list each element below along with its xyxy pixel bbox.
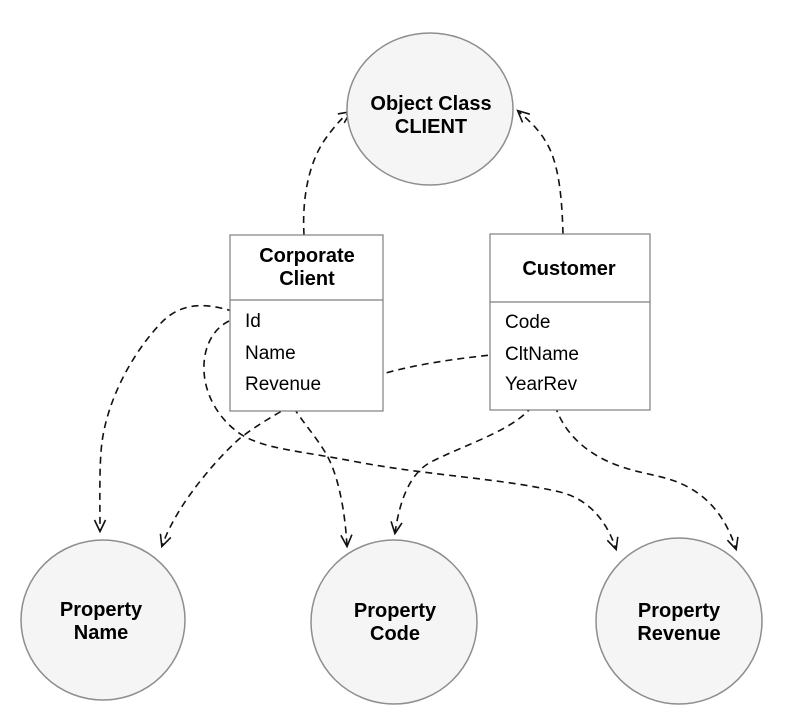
corporate-client-table: Corporate Client Id Name Revenue	[229, 234, 384, 412]
connectors	[93, 109, 739, 552]
customer-box	[489, 233, 651, 411]
property-name-label-line1: Property	[60, 599, 143, 621]
corporate-client-title-line2: Client	[279, 268, 335, 290]
attribute-code: Code	[505, 312, 550, 333]
arrow-name-to-property-name	[93, 304, 299, 534]
corporate-client-title-line1: Corporate	[259, 245, 355, 267]
property-code-label-line1: Property	[354, 600, 437, 622]
customer-table: Customer Code CltName YearRev	[489, 233, 651, 411]
object-class-label-line2: CLIENT	[395, 116, 467, 138]
property-revenue-node: Property Revenue	[595, 537, 763, 705]
property-code-circle	[310, 539, 478, 705]
arrow-revenue-to-property-code	[287, 396, 353, 549]
arrow-cltname-to-property-name	[159, 353, 501, 549]
corporate-client-box	[229, 234, 384, 412]
property-name-circle	[20, 539, 186, 701]
object-class-client-node: Object Class CLIENT	[346, 32, 514, 186]
attribute-name: Name	[245, 343, 296, 364]
arrow-corporate-client-to-object-class	[302, 110, 352, 236]
arrow-customer-to-object-class	[516, 109, 564, 235]
attribute-cltname: CltName	[505, 344, 579, 365]
property-name-node: Property Name	[20, 539, 186, 701]
attribute-id: Id	[245, 311, 261, 332]
property-code-node: Property Code	[310, 539, 478, 705]
property-revenue-label-line2: Revenue	[637, 623, 720, 645]
object-class-label-line1: Object Class	[370, 93, 491, 115]
property-code-label-line2: Code	[370, 623, 420, 645]
property-revenue-circle	[595, 537, 763, 705]
arrow-id-to-property-revenue	[203, 320, 619, 552]
object-class-circle	[346, 32, 514, 186]
property-revenue-label-line1: Property	[638, 600, 721, 622]
arrow-code-to-property-code	[390, 336, 549, 536]
arrow-yearrev-to-property-revenue	[551, 393, 739, 552]
customer-title: Customer	[522, 258, 616, 280]
attribute-revenue: Revenue	[245, 374, 321, 395]
attribute-yearrev: YearRev	[505, 374, 578, 395]
property-name-label-line2: Name	[74, 622, 128, 644]
